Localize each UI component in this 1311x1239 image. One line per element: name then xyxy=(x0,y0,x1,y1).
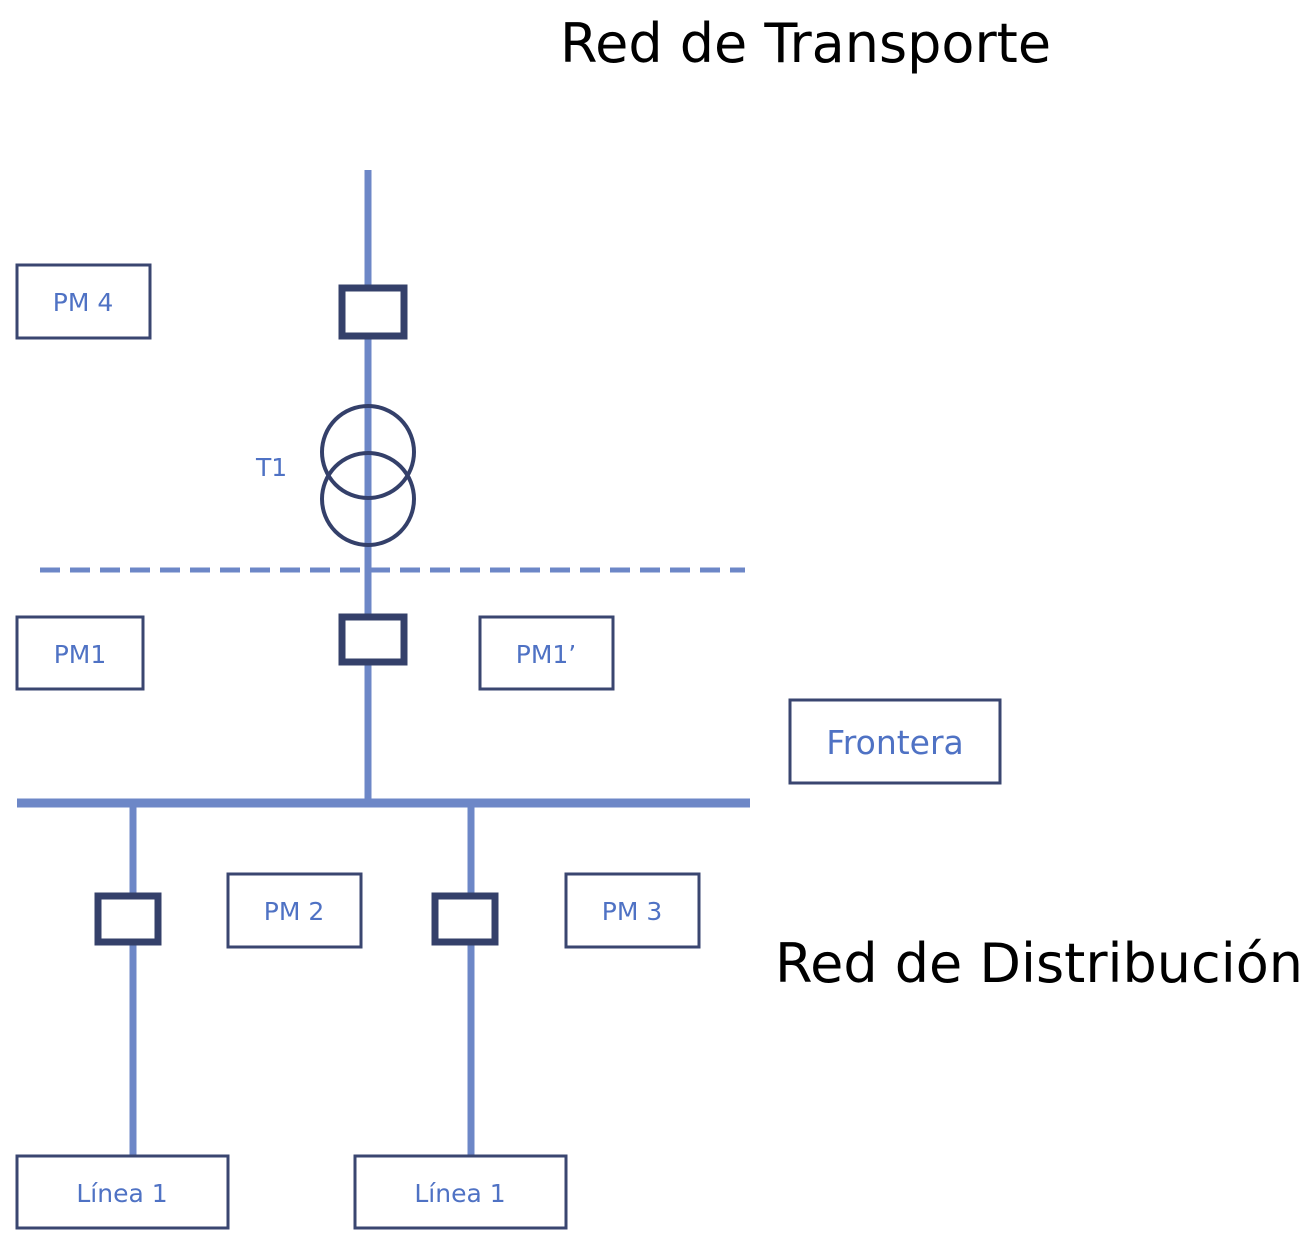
transformer-label: T1 xyxy=(255,453,287,482)
linea-right-box xyxy=(353,1154,568,1230)
transport-network-title: Red de Transporte xyxy=(560,12,1051,75)
pm1-label: PM1 xyxy=(54,640,107,669)
pm1-prime-box xyxy=(478,615,615,691)
transformer-primary-winding xyxy=(320,404,416,500)
linea-left-label: Línea 1 xyxy=(76,1179,167,1208)
pm1-box xyxy=(15,615,145,691)
pm3-box xyxy=(564,872,701,949)
breaker-right-feeder xyxy=(431,892,499,946)
pm1-prime-label: PM1’ xyxy=(516,640,577,669)
transformer-t1-symbol xyxy=(320,404,416,547)
linea-left-box xyxy=(15,1154,230,1230)
transformer-secondary-winding xyxy=(320,451,416,547)
linea-right-label: Línea 1 xyxy=(414,1179,505,1208)
frontera-label: Frontera xyxy=(826,723,964,762)
breaker-distribution-side xyxy=(338,613,408,666)
pm2-box xyxy=(226,872,363,949)
frontera-box xyxy=(788,698,1002,785)
pm4-label: PM 4 xyxy=(53,288,114,317)
breaker-transport-side xyxy=(338,284,408,340)
breaker-left-feeder xyxy=(94,892,162,946)
pm3-label: PM 3 xyxy=(602,897,663,926)
pm2-label: PM 2 xyxy=(264,897,325,926)
distribution-network-title: Red de Distribución xyxy=(775,932,1303,995)
pm4-box xyxy=(15,263,152,340)
